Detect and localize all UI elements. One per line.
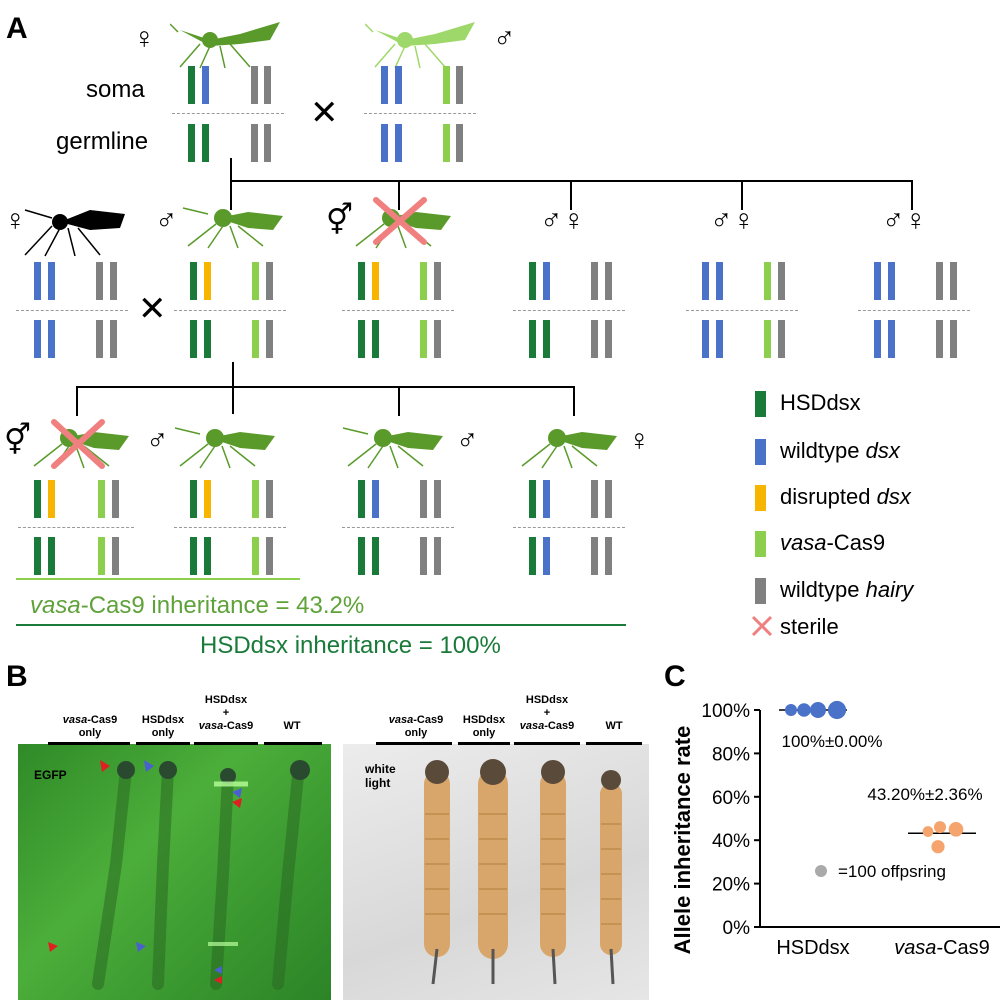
mosquito-icon	[182, 207, 283, 249]
female-symbol: ♀	[133, 22, 156, 55]
annotation-hsddsx: 100%±0.00%	[781, 732, 882, 751]
y-tick-label: 40%	[712, 831, 750, 852]
y-tick-label: 80%	[712, 744, 750, 765]
intersex-symbol: ⚥	[326, 204, 354, 237]
male-symbol: ♂	[456, 424, 479, 457]
vasa-underline	[16, 578, 300, 580]
mosquito-icon	[174, 427, 275, 469]
legend-label: vasa-Cas9	[780, 530, 886, 555]
mosquito-icon	[365, 22, 475, 69]
male-female-symbol: ♂♀	[882, 204, 927, 237]
annotation-vasa: 43.20%±2.36%	[867, 785, 982, 804]
legend-swatch	[755, 531, 766, 557]
legend-label: sterile	[780, 614, 839, 639]
data-point	[785, 704, 797, 716]
larvae-white-light-image	[424, 759, 622, 985]
group-label: HSDdsx+vasa-Cas9	[519, 694, 575, 732]
vasa-inheritance-text: vasa-Cas9 inheritance = 43.2%	[30, 592, 365, 619]
male-female-symbol: ♂♀	[710, 204, 755, 237]
germline-label: germline	[56, 128, 149, 155]
legend-label: disrupted dsx	[780, 484, 911, 509]
y-tick-label: 60%	[712, 788, 750, 809]
cross-symbol: ✕	[310, 94, 339, 132]
data-point	[810, 702, 826, 718]
data-point	[931, 840, 945, 854]
larvae-egfp-image	[48, 760, 310, 990]
hsddsx-inheritance-text: HSDdsx inheritance = 100%	[200, 632, 501, 659]
size-legend-dot	[815, 865, 827, 877]
soma-label: soma	[86, 76, 145, 103]
y-tick-label: 100%	[701, 701, 750, 722]
size-legend-text: =100 offpsring	[838, 862, 946, 881]
hsddsx-underline	[16, 624, 626, 626]
data-point	[934, 821, 946, 834]
data-point	[827, 700, 847, 720]
mosquito-icon	[170, 22, 280, 69]
female-symbol: ♀	[628, 424, 651, 457]
panel-label-a: A	[6, 12, 28, 45]
sterile-cross-icon	[51, 419, 105, 469]
sterile-cross-icon	[751, 615, 773, 637]
egfp-photo: EGFP	[18, 744, 331, 1000]
x-category-label: HSDdsx	[776, 937, 849, 959]
male-symbol: ♂	[155, 204, 178, 237]
mosquito-icon	[342, 427, 443, 469]
mosquito-icon	[521, 429, 617, 469]
legend-label: wildtype hairy	[780, 577, 914, 602]
data-point	[948, 822, 964, 837]
panel-label-c: C	[664, 660, 686, 693]
intersex-symbol: ⚥	[4, 424, 32, 457]
inheritance-chart: Allele inheritance rate 0% 20% 40% 60% 80% 10…	[670, 700, 1000, 959]
legend-label: HSDdsx	[780, 390, 861, 415]
legend-label: wildtype dsx	[780, 438, 900, 463]
y-tick-label: 20%	[712, 875, 750, 896]
group-label: HSDdsx+vasa-Cas9	[198, 694, 254, 732]
legend-swatch	[755, 485, 766, 511]
female-symbol: ♀	[4, 204, 27, 237]
x-category-label: vasa-Cas9	[894, 937, 990, 959]
data-point	[922, 826, 934, 837]
group-label: WT	[605, 720, 623, 732]
sterile-cross-icon	[373, 197, 427, 245]
legend-swatch	[755, 391, 766, 417]
y-axis-label: Allele inheritance rate	[670, 726, 695, 955]
group-label: WT	[283, 720, 301, 732]
cross-symbol: ✕	[138, 290, 167, 328]
panel-label-b: B	[6, 660, 28, 693]
y-tick-label: 0%	[723, 918, 751, 939]
egfp-label: EGFP	[34, 768, 67, 782]
mosquito-icon	[24, 209, 125, 257]
male-female-symbol: ♂♀	[540, 204, 585, 237]
legend-swatch	[755, 439, 766, 465]
data-point	[797, 703, 811, 717]
male-symbol: ♂	[146, 424, 169, 457]
legend-swatch	[755, 578, 766, 604]
male-symbol: ♂	[493, 22, 516, 55]
